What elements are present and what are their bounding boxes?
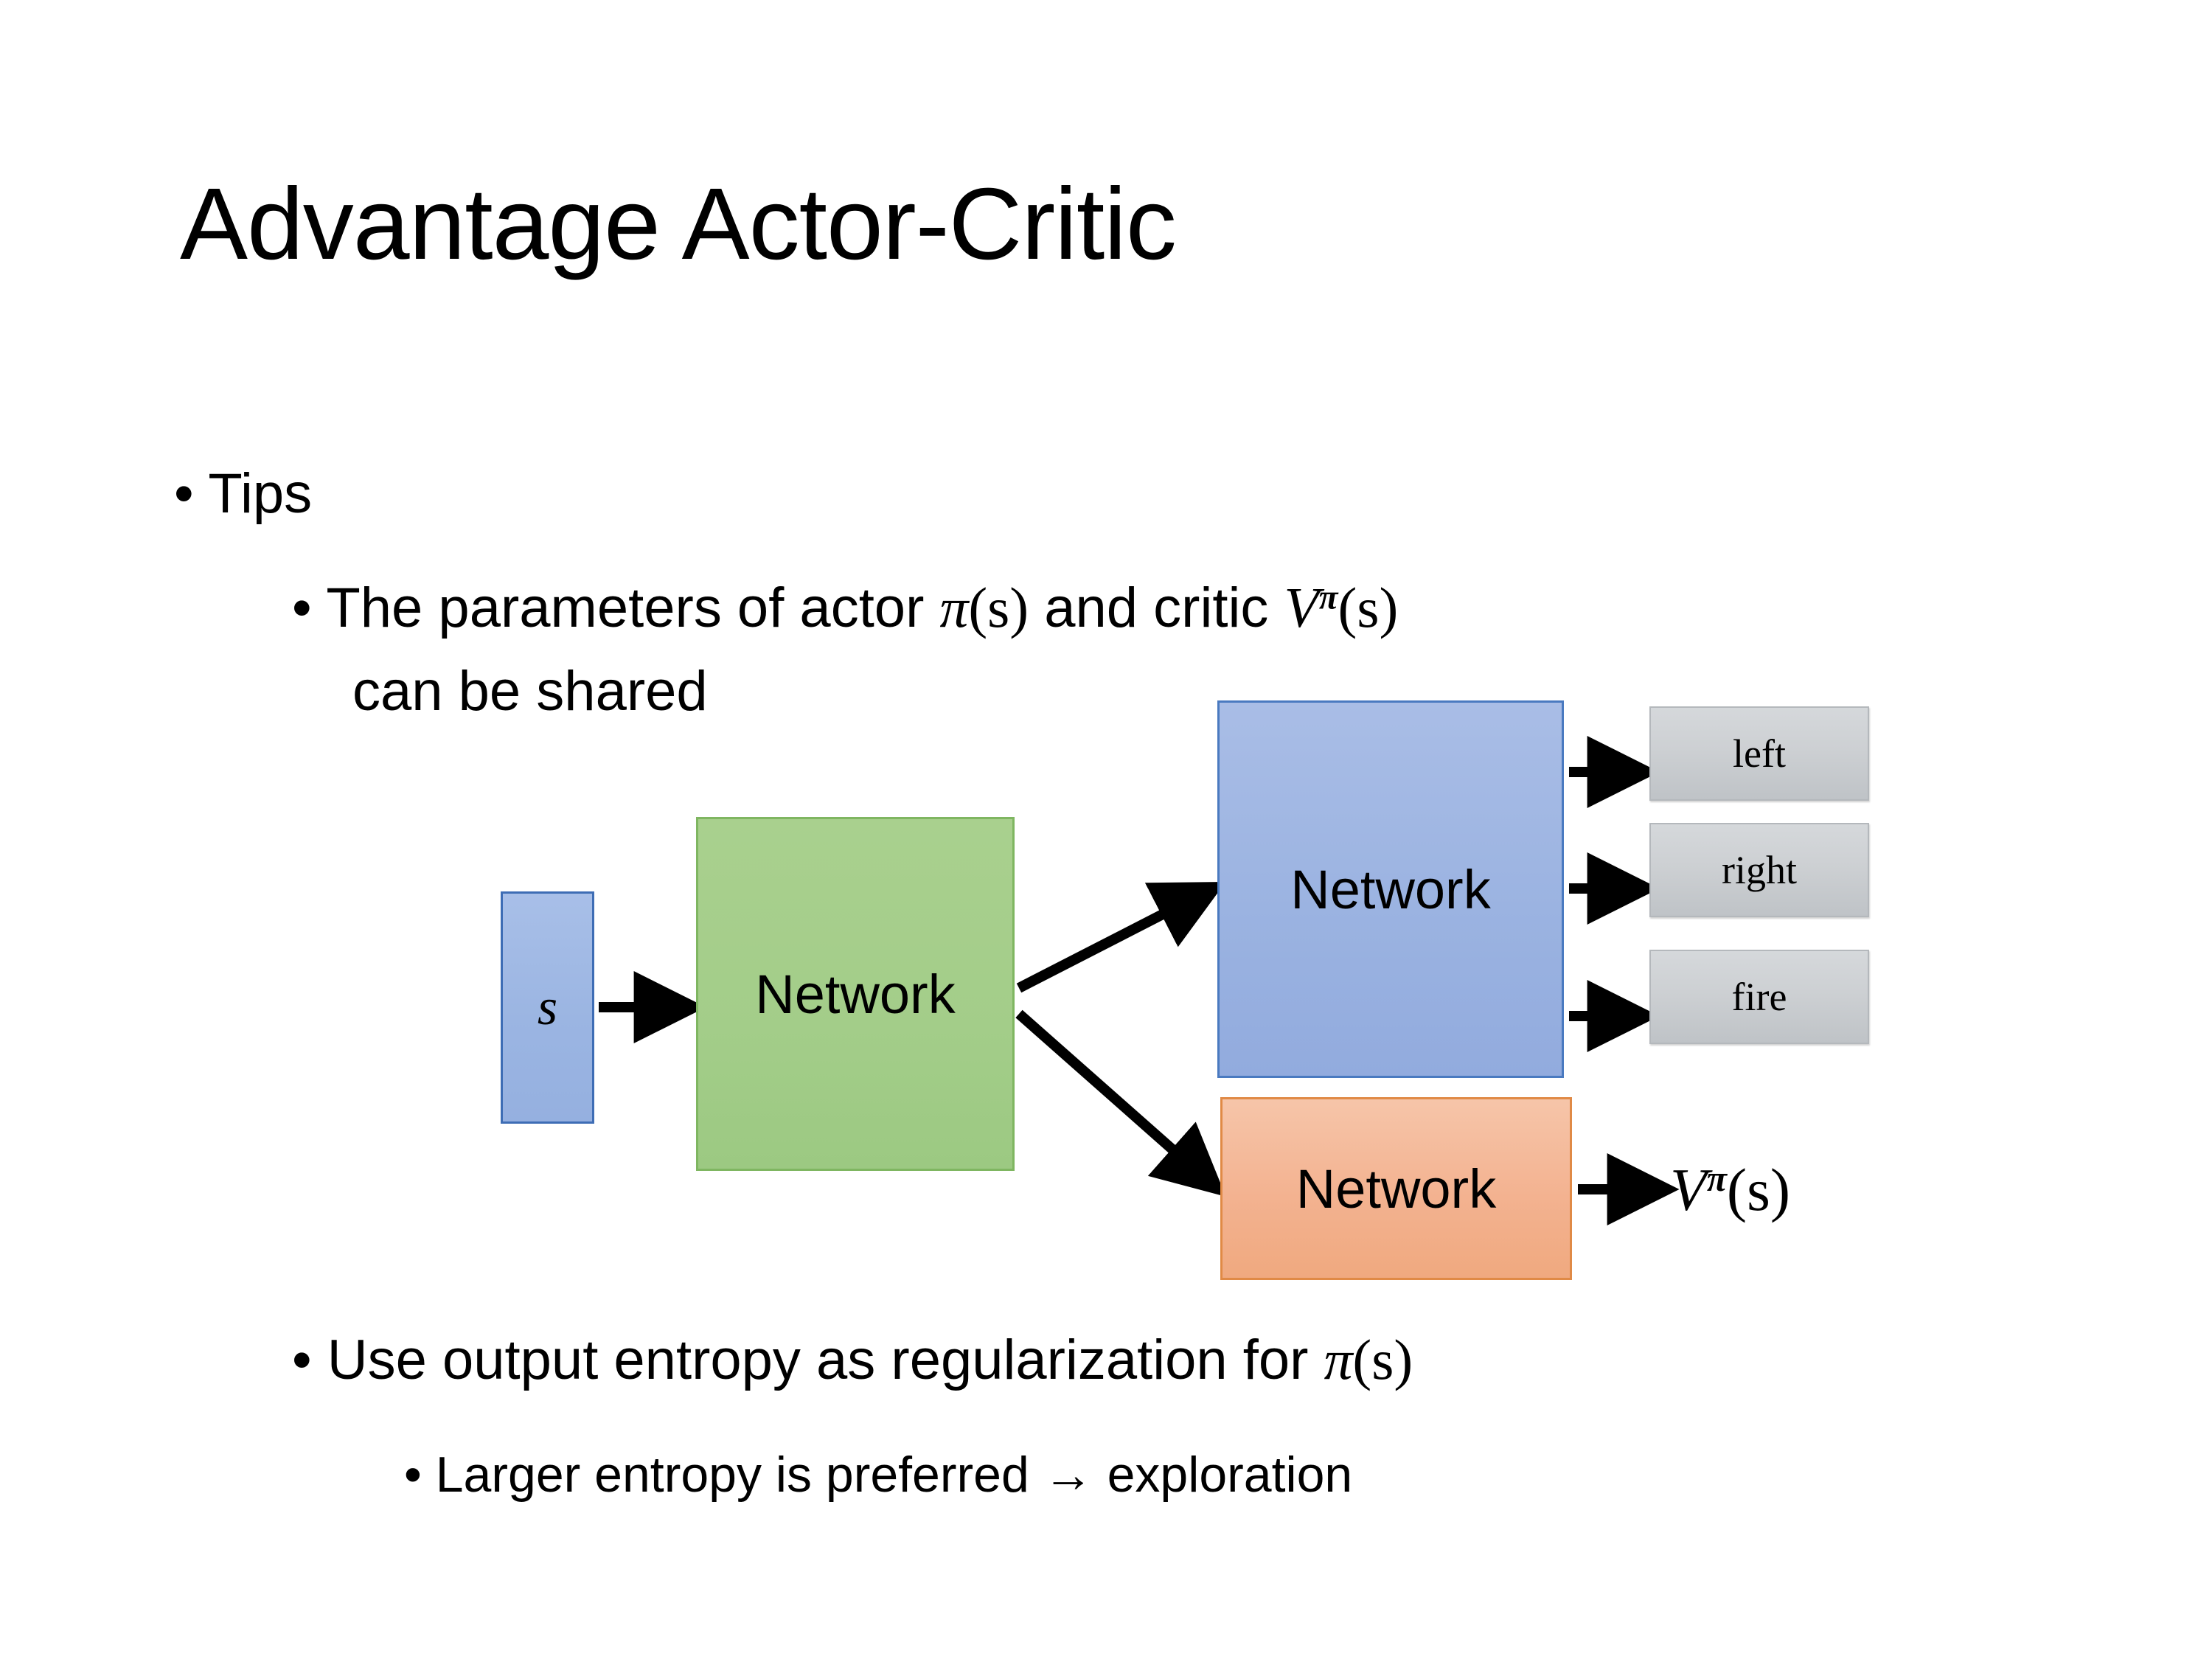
bullet-larger-entropy-label: Larger entropy is preferred → exploratio… [435,1447,1353,1503]
action-box-left[interactable]: left [1649,706,1869,801]
action-box-right[interactable]: right [1649,823,1869,917]
page-title: Advantage Actor-Critic [180,167,1177,281]
bullet-entropy-prefix: Use output entropy as regularization for [327,1329,1324,1391]
critic-network-label: Network [1295,1158,1497,1220]
v-superscript-pi: π [1318,578,1338,617]
bullet-marker: • [404,1447,422,1503]
pi-symbol: π [939,576,969,639]
bullet-parameters-mid: and critic [1029,577,1284,639]
bullet-parameters-line2: can be shared [352,664,708,720]
critic-network-box[interactable]: Network [1220,1097,1572,1280]
pi-symbol: π [1324,1328,1353,1391]
v-superscript-pi: π [1706,1158,1727,1200]
action-box-fire[interactable]: fire [1649,950,1869,1044]
v-symbol: V [1670,1156,1707,1223]
action-label-left: left [1733,731,1786,776]
bullet-parameters-prefix: The parameters of actor [326,577,940,639]
shared-network-box[interactable]: Network [696,817,1015,1171]
action-label-fire: fire [1731,975,1787,1019]
critic-value-output: Vπ(s) [1670,1155,1790,1225]
bullet-parameters: • The parameters of actor π(s) and criti… [292,577,1398,639]
v-symbol: V [1284,576,1319,639]
bullet-tips: • Tips [174,466,312,522]
actor-network-label: Network [1290,858,1491,920]
bullet-entropy: • Use output entropy as regularization f… [292,1329,1413,1391]
v-argument: (s) [1726,1156,1791,1223]
arrow-shared-to-actor [1016,882,1226,993]
bullet-parameters-line2-label: can be shared [352,660,708,723]
pi-argument: (s) [968,576,1029,639]
pi-argument: (s) [1352,1328,1413,1391]
state-input-box[interactable]: s [501,891,594,1124]
bullet-tips-label: Tips [208,462,313,525]
bullet-marker: • [174,462,194,525]
arrow-shared-to-critic [1015,1009,1226,1197]
shared-network-label: Network [755,963,956,1025]
action-label-right: right [1722,848,1797,892]
bullet-marker: • [292,1329,312,1391]
state-label: s [537,978,558,1036]
actor-network-box[interactable]: Network [1217,700,1564,1078]
bullet-larger-entropy: • Larger entropy is preferred → explorat… [404,1450,1352,1500]
v-argument: (s) [1338,576,1399,639]
bullet-marker: • [292,577,312,639]
